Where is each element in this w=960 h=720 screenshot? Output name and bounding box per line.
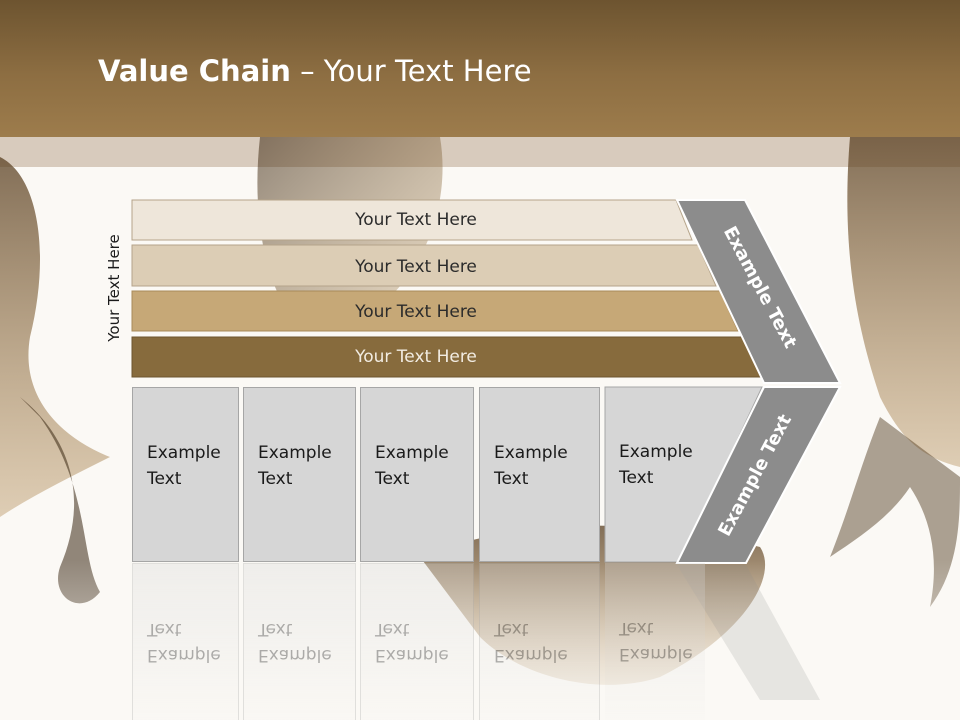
activity-cell-5[interactable]: Example Text bbox=[605, 387, 705, 562]
chevron-reflection bbox=[677, 565, 820, 700]
row-bar[interactable]: Your Text Here bbox=[131, 199, 693, 241]
row-bar-3-label: Your Text Here bbox=[354, 302, 477, 322]
activity-cell-label: Example Text bbox=[619, 442, 693, 488]
activity-cell-label: Example Text bbox=[375, 443, 449, 489]
cell-reflection-text: Example Text bbox=[147, 619, 221, 665]
chevron-arrow-lower[interactable] bbox=[675, 386, 842, 564]
activity-cell-label: Example Text bbox=[494, 443, 568, 489]
cell-reflection: Example Text bbox=[132, 563, 239, 720]
header-band bbox=[0, 137, 960, 167]
row-bar-2-shape bbox=[131, 244, 717, 287]
activity-cell-label: Example Text bbox=[147, 443, 221, 489]
chevron-arrow-upper[interactable] bbox=[675, 199, 842, 384]
row-bar[interactable]: Your Text Here bbox=[131, 244, 717, 287]
title-bold: Value Chain bbox=[98, 54, 291, 88]
title-rest: – Your Text Here bbox=[290, 54, 532, 88]
activity-cell-3[interactable]: Example Text bbox=[360, 387, 474, 562]
row-bar-3-shape bbox=[131, 290, 739, 332]
background-fade bbox=[0, 560, 960, 720]
cell-reflection-text: Example Text bbox=[375, 619, 449, 665]
cell-reflection: Example Text bbox=[479, 563, 600, 720]
vertical-axis-label[interactable]: Your Text Here bbox=[105, 234, 123, 342]
cell-reflection-text: Example Text bbox=[619, 618, 693, 664]
row-bar[interactable]: Your Text Here bbox=[131, 336, 763, 378]
row-bar-1-shape bbox=[131, 199, 693, 241]
activity-cell-1[interactable]: Example Text bbox=[132, 387, 239, 562]
cell-reflection-text: Example Text bbox=[258, 619, 332, 665]
cell-reflection: Example Text bbox=[360, 563, 474, 720]
activity-cell-label: Example Text bbox=[258, 443, 332, 489]
row-bar-4-label: Your Text Here bbox=[354, 347, 477, 367]
cells-reflection: Example Text Example Text Example Text E… bbox=[0, 563, 960, 720]
row-bar[interactable]: Your Text Here bbox=[131, 290, 739, 332]
row-bar-1-label: Your Text Here bbox=[354, 210, 477, 230]
cell-reflection-text: Example Text bbox=[494, 619, 568, 665]
cell-reflection: Example Text bbox=[243, 563, 356, 720]
cell-reflection: Example Text bbox=[605, 563, 705, 720]
row-bar-2-label: Your Text Here bbox=[354, 257, 477, 277]
title-bar: Value Chain – Your Text Here bbox=[0, 0, 960, 137]
activity-cell-2[interactable]: Example Text bbox=[243, 387, 356, 562]
activity-cell-4[interactable]: Example Text bbox=[479, 387, 600, 562]
slide-title[interactable]: Value Chain – Your Text Here bbox=[98, 54, 532, 88]
